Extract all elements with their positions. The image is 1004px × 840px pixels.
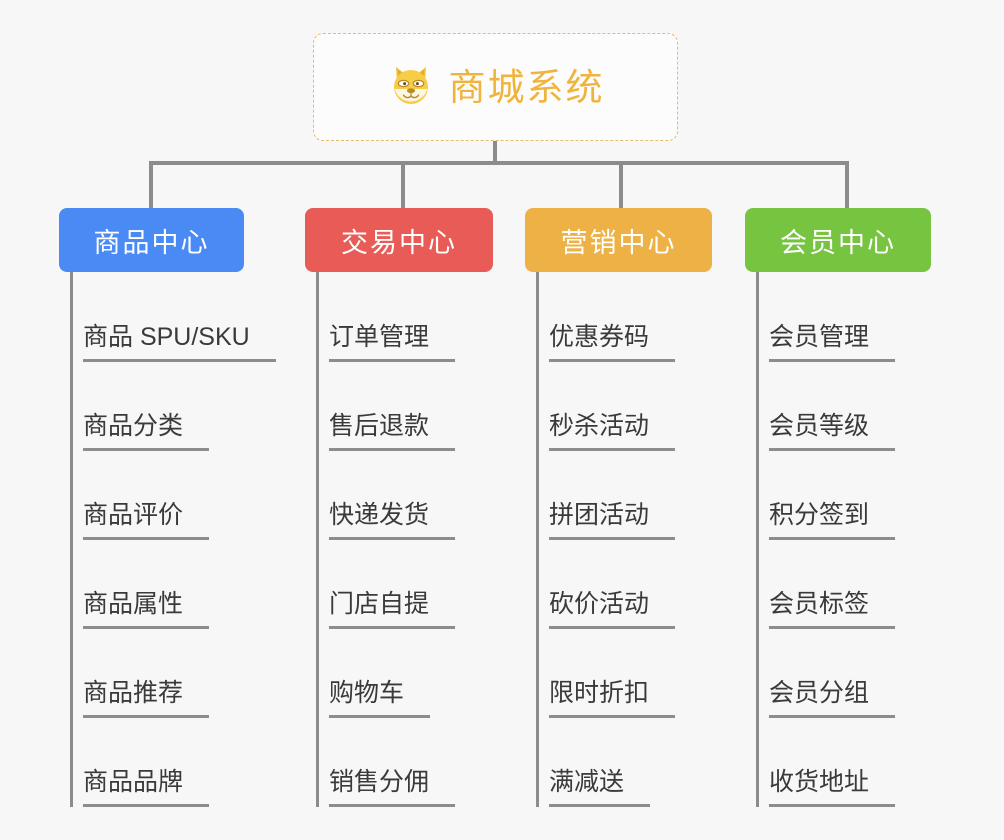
leaf-label: 收货地址 xyxy=(769,770,896,807)
leaf-label: 商品评价 xyxy=(83,503,210,540)
leaf-item[interactable]: 售后退款 xyxy=(319,362,493,451)
shiba-dog-icon xyxy=(387,61,435,114)
leaf-label: 商品属性 xyxy=(83,592,210,629)
leaf-item[interactable]: 订单管理 xyxy=(319,273,493,362)
leaf-label: 拼团活动 xyxy=(549,503,676,540)
leaf-item[interactable]: 积分签到 xyxy=(759,451,931,540)
leaf-list-member-center: 会员管理 会员等级 积分签到 会员标签 会员分组 收货地址 xyxy=(756,272,931,807)
leaf-item[interactable]: 会员等级 xyxy=(759,362,931,451)
leaf-label: 门店自提 xyxy=(329,592,456,629)
leaf-label: 秒杀活动 xyxy=(549,414,676,451)
leaf-item[interactable]: 满减送 xyxy=(539,718,712,807)
leaf-item[interactable]: 会员管理 xyxy=(759,273,931,362)
leaf-item[interactable]: 拼团活动 xyxy=(539,451,712,540)
branch-header-marketing-center[interactable]: 营销中心 xyxy=(525,208,712,272)
leaf-item[interactable]: 商品评价 xyxy=(73,451,276,540)
connector-drop-2 xyxy=(401,161,405,209)
branch-label: 会员中心 xyxy=(780,227,896,258)
leaf-item[interactable]: 销售分佣 xyxy=(319,718,493,807)
leaf-list-marketing-center: 优惠券码 秒杀活动 拼团活动 砍价活动 限时折扣 满减送 xyxy=(536,272,712,807)
leaf-item[interactable]: 会员分组 xyxy=(759,629,931,718)
branch-header-member-center[interactable]: 会员中心 xyxy=(745,208,931,272)
leaf-label: 销售分佣 xyxy=(329,770,456,807)
leaf-label: 商品 SPU/SKU xyxy=(83,325,276,362)
branch-product-center: 商品中心 商品 SPU/SKU 商品分类 商品评价 商品属性 商品推荐 商品品牌 xyxy=(59,208,276,807)
leaf-label: 订单管理 xyxy=(329,325,456,362)
branch-trade-center: 交易中心 订单管理 售后退款 快递发货 门店自提 购物车 销售分佣 xyxy=(305,208,493,807)
leaf-label: 优惠券码 xyxy=(549,325,676,362)
leaf-label: 快递发货 xyxy=(329,503,456,540)
root-title: 商城系统 xyxy=(448,66,605,108)
leaf-label: 会员分组 xyxy=(769,681,896,718)
leaf-item[interactable]: 商品分类 xyxy=(73,362,276,451)
branch-label: 营销中心 xyxy=(560,227,677,258)
branch-header-trade-center[interactable]: 交易中心 xyxy=(305,208,493,272)
leaf-item[interactable]: 砍价活动 xyxy=(539,540,712,629)
leaf-item[interactable]: 优惠券码 xyxy=(539,273,712,362)
connector-horizontal-bus xyxy=(149,161,849,165)
leaf-label: 积分签到 xyxy=(769,503,896,540)
branch-header-product-center[interactable]: 商品中心 xyxy=(59,208,244,272)
leaf-label: 购物车 xyxy=(329,681,431,718)
leaf-label: 限时折扣 xyxy=(549,681,676,718)
leaf-item[interactable]: 门店自提 xyxy=(319,540,493,629)
leaf-item[interactable]: 商品属性 xyxy=(73,540,276,629)
leaf-item[interactable]: 限时折扣 xyxy=(539,629,712,718)
connector-drop-4 xyxy=(845,161,849,209)
branch-label: 商品中心 xyxy=(93,227,210,258)
leaf-label: 商品推荐 xyxy=(83,681,210,718)
branch-marketing-center: 营销中心 优惠券码 秒杀活动 拼团活动 砍价活动 限时折扣 满减送 xyxy=(525,208,712,807)
branch-label: 交易中心 xyxy=(341,227,457,258)
root-node[interactable]: 商城系统 xyxy=(313,33,678,141)
leaf-item[interactable]: 商品 SPU/SKU xyxy=(73,273,276,362)
branch-member-center: 会员中心 会员管理 会员等级 积分签到 会员标签 会员分组 收货地址 xyxy=(745,208,931,807)
leaf-label: 商品品牌 xyxy=(83,770,210,807)
connector-root-stem xyxy=(493,141,497,164)
leaf-item[interactable]: 会员标签 xyxy=(759,540,931,629)
leaf-label: 会员管理 xyxy=(769,325,896,362)
leaf-label: 会员标签 xyxy=(769,592,896,629)
leaf-label: 会员等级 xyxy=(769,414,896,451)
leaf-item[interactable]: 快递发货 xyxy=(319,451,493,540)
leaf-item[interactable]: 秒杀活动 xyxy=(539,362,712,451)
leaf-label: 砍价活动 xyxy=(549,592,676,629)
leaf-label: 商品分类 xyxy=(83,414,210,451)
connector-drop-3 xyxy=(619,161,623,209)
leaf-list-product-center: 商品 SPU/SKU 商品分类 商品评价 商品属性 商品推荐 商品品牌 xyxy=(70,272,276,807)
leaf-item[interactable]: 购物车 xyxy=(319,629,493,718)
leaf-list-trade-center: 订单管理 售后退款 快递发货 门店自提 购物车 销售分佣 xyxy=(316,272,493,807)
leaf-item[interactable]: 收货地址 xyxy=(759,718,931,807)
connector-drop-1 xyxy=(149,161,153,209)
leaf-label: 售后退款 xyxy=(329,414,456,451)
leaf-label: 满减送 xyxy=(549,770,651,807)
leaf-item[interactable]: 商品品牌 xyxy=(73,718,276,807)
leaf-item[interactable]: 商品推荐 xyxy=(73,629,276,718)
